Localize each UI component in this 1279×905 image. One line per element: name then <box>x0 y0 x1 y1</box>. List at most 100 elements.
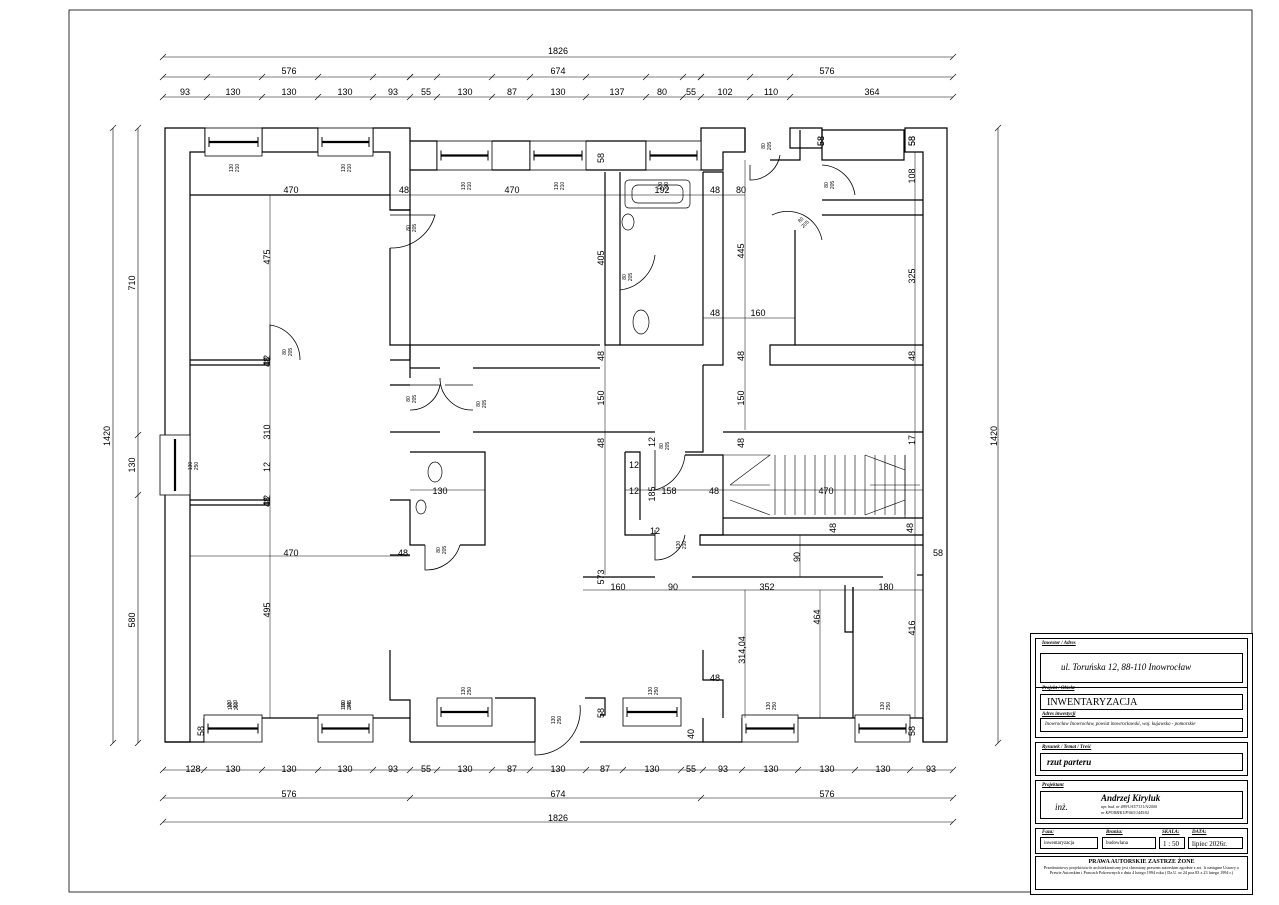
interior-dim-label: 58 <box>196 726 206 736</box>
doors <box>269 154 856 756</box>
dims-bottom: 128 130 130 130 93 55 130 87 130 87 130 … <box>185 764 936 823</box>
dim-bottom-chain: 130 <box>763 764 778 774</box>
interior-dim-label: 108 <box>907 168 917 183</box>
designer-title: inż. <box>1055 802 1068 812</box>
dim-bottom-chain: 93 <box>388 764 398 774</box>
opening-label: 80205 <box>824 181 836 190</box>
interior-dim-label: 48 <box>828 523 838 533</box>
dim-top-overall: 1826 <box>548 46 568 56</box>
opening-label: 130210 <box>461 182 473 191</box>
window-icon <box>622 697 682 727</box>
dim-bottom-chain: 93 <box>926 764 936 774</box>
interior-dim-label: 314,04 <box>737 636 747 664</box>
interior-dim-label: 48 <box>905 523 915 533</box>
dim-bottom-chain: 130 <box>281 764 296 774</box>
interior-dim-label: 48 <box>596 438 606 448</box>
copyright-title: PRAWA AUTORSKIE ZASTRZE ŻONE <box>1088 859 1195 865</box>
dim-bottom-chain: 87 <box>600 764 610 774</box>
investor-section: Inwestor / Adres ul. Toruńska 12, 88-110… <box>1035 638 1248 688</box>
window-icon <box>436 697 493 727</box>
dim-top-chain: 137 <box>609 87 624 97</box>
dim-top-chain: 130 <box>550 87 565 97</box>
interior-dim-label: 12 <box>262 495 272 505</box>
sheet-frame <box>68 9 1253 893</box>
opening-label: 80205 <box>436 546 448 555</box>
interior-dim-label: 48 <box>709 486 719 496</box>
designer-caption: Projektant <box>1042 783 1064 788</box>
window-icon <box>529 140 587 171</box>
opening-label: 130250 <box>648 687 660 696</box>
opening-label: 130250 <box>228 702 240 711</box>
address-value: Inowrocław Inowrocław, powiat inowrocław… <box>1040 718 1243 732</box>
interior-dim-label: 58 <box>907 136 917 146</box>
opening-label: 80205 <box>796 215 811 230</box>
interior-dim-label: 48 <box>262 357 272 367</box>
dim-top-chain: 364 <box>864 87 879 97</box>
dim-top-seg: 576 <box>819 66 834 76</box>
opening-label: 130250 <box>188 462 200 471</box>
opening-label: 80205 <box>406 224 418 233</box>
interior-dim-label: 158 <box>661 486 676 496</box>
opening-label: 80205 <box>761 142 773 151</box>
interior-dim-label: 416 <box>907 620 917 635</box>
designer-license: upr. bud. nr 489/UAT/7131/A/2000 <box>1101 804 1157 809</box>
interior-dim-label: 58 <box>933 548 943 558</box>
date-caption: DATA: <box>1192 830 1207 835</box>
interior-dim-label: 470 <box>283 548 298 558</box>
dim-top-chain: 93 <box>388 87 398 97</box>
investor-value: ul. Toruńska 12, 88-110 Inowrocław <box>1040 653 1243 683</box>
date-value: lipiec 2026r. <box>1188 837 1243 849</box>
interior-dim-label: 58 <box>907 136 917 146</box>
interior-dim-label: 352 <box>759 582 774 592</box>
opening-label: 130250 <box>766 702 778 711</box>
dim-bottom-chain: 130 <box>644 764 659 774</box>
opening-label: 130210 <box>676 541 688 550</box>
dim-left-overall: 1420 <box>102 426 112 446</box>
dim-top-chain: 130 <box>457 87 472 97</box>
dim-bottom-chain: 87 <box>507 764 517 774</box>
interior-dim-label: 48 <box>596 351 606 361</box>
interior-dim-label: 58 <box>816 136 826 146</box>
dim-bottom-seg: 674 <box>550 789 565 799</box>
dim-top-seg: 576 <box>281 66 296 76</box>
window-icon <box>741 714 799 743</box>
opening-label: 80205 <box>406 395 418 404</box>
interior-dim-label: 58 <box>816 136 826 146</box>
window-icon <box>645 140 702 171</box>
interior-dim-label: 180 <box>878 582 893 592</box>
dims-vertical: 1420 710 130 580 1420 <box>102 275 999 627</box>
designer-name: Andrzej Kiryluk <box>1101 793 1161 803</box>
opening-label: 80205 <box>622 273 634 282</box>
interior-dim-label: 12 <box>629 486 639 496</box>
interior-dim-label: 310 <box>262 424 272 439</box>
project-caption: Projekt / Obiekt <box>1042 686 1075 691</box>
interior-dim-label: 150 <box>736 390 746 405</box>
window-icon <box>204 127 263 157</box>
designer-section: Projektant inż. Andrzej Kiryluk upr. bud… <box>1035 780 1248 824</box>
window-icon <box>317 714 374 743</box>
interior-dim-label: 48 <box>710 673 720 683</box>
dim-bottom-chain: 130 <box>457 764 472 774</box>
windows <box>159 127 911 743</box>
interior-dim-label: 130 <box>432 486 447 496</box>
interior-dim-lines <box>190 152 923 718</box>
designer-box: inż. Andrzej Kiryluk upr. bud. nr 489/UA… <box>1040 791 1243 819</box>
interior-dim-label: 48 <box>710 308 720 318</box>
scale-caption: SKALA: <box>1162 830 1180 835</box>
window-icon <box>203 714 263 743</box>
dimension-ticks <box>109 53 1002 826</box>
interior-dim-label: 12 <box>629 460 639 470</box>
dim-left-seg: 580 <box>127 612 137 627</box>
interior-dim-label: 573 <box>596 569 606 584</box>
window-icon <box>436 140 493 171</box>
walls <box>164 127 948 743</box>
interior-dim-label: 12 <box>647 437 657 447</box>
toilet-icon <box>427 461 443 483</box>
dim-bottom-chain: 130 <box>550 764 565 774</box>
opening-label: 130250 <box>461 687 473 696</box>
interior-dim-label: 150 <box>596 390 606 405</box>
interior-dim-label: 12 <box>262 462 272 472</box>
interior-dim-label: 48 <box>710 185 720 195</box>
phase-value: inwentaryzacja <box>1040 837 1098 849</box>
interior-dim-label: 48 <box>399 185 409 195</box>
